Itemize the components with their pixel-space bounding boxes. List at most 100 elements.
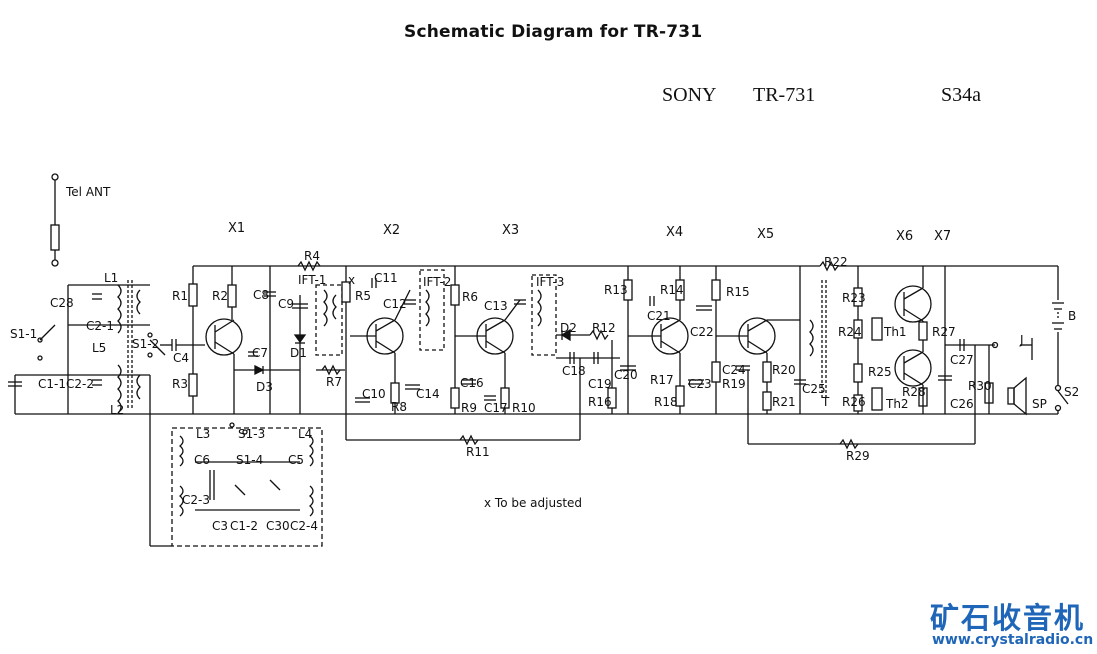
label-c7: C7 [252,346,269,360]
label-r22: R22 [824,255,848,269]
label-x1: X1 [228,221,246,236]
telescopic-antenna [50,173,60,267]
label-c23: C23 [688,377,712,391]
label-l4: L4 [298,427,313,441]
label-r19: R19 [722,377,746,391]
watermark-url: www.crystalradio.cn [932,632,1094,648]
stage-x1 [160,266,300,414]
label-ift3: IFT-3 [536,275,565,289]
label-r15: R15 [726,285,750,299]
label-r30: R30 [968,379,992,393]
label-r28: R28 [902,385,926,399]
label-s2: S2 [1064,385,1080,399]
page-title: Schematic Diagram for TR-731 [404,22,703,42]
label-r5: R5 [355,289,371,303]
label-c30: C30 [266,519,290,533]
label-r23: R23 [842,291,866,305]
stage-x5 [716,260,839,444]
label-sp: SP [1032,397,1047,411]
front-end-tuner [8,280,166,415]
label-c5: C5 [288,453,305,467]
label-s1-1: S1-1 [10,327,38,341]
label-x-mark: x [348,273,356,287]
label-r3: R3 [172,377,188,391]
label-x6: X6 [896,229,914,244]
label-x2: X2 [383,223,401,238]
label-r13: R13 [604,283,628,297]
label-l5: L5 [92,341,107,355]
model-label: TR-731 [753,84,816,106]
label-c3: C3 [212,519,229,533]
label-r26: R26 [842,395,866,409]
label-d1: D1 [290,346,307,360]
label-r6: R6 [462,290,478,304]
label-c16: C16 [460,376,484,390]
label-l2: L2 [110,403,125,417]
label-th2: Th2 [886,397,909,411]
label-c26: C26 [950,397,974,411]
antenna-label: Tel ANT [66,185,111,199]
label-ift2: IFT-2 [423,275,452,289]
label-r14: R14 [660,283,684,297]
stage-x4 [620,266,721,414]
label-d2: D2 [560,321,577,335]
label-s1-4: S1-4 [236,453,264,467]
label-r17: R17 [650,373,674,387]
stage-x2 [341,266,445,440]
label-c17: C17 [484,401,508,415]
label-c19: C19 [588,377,612,391]
label-th1: Th1 [884,325,907,339]
label-r29: R29 [846,449,870,463]
stage-output [839,266,1069,450]
label-c2-2: C2-2 [66,377,94,391]
label-ift1: IFT-1 [298,273,327,287]
label-t: T [822,395,830,409]
label-j: J [1020,333,1024,347]
label-x7: X7 [934,229,952,244]
label-c11: C11 [374,271,398,285]
label-c8: C8 [253,288,270,302]
brand-label: SONY [662,84,717,106]
label-r25: R25 [868,365,892,379]
label-r27: R27 [932,325,956,339]
label-c28: C28 [50,296,74,310]
label-c20: C20 [614,368,638,382]
label-c10: C10 [362,387,386,401]
band-switch-block [149,375,323,547]
label-r16: R16 [588,395,612,409]
label-r7: R7 [326,375,342,389]
label-b: B [1068,309,1077,323]
label-r4: R4 [304,249,320,263]
code-label: S34a [941,84,981,106]
label-c21: C21 [647,309,671,323]
label-x3: X3 [502,223,520,238]
label-c2-1: C2-1 [86,319,114,333]
watermark-logo: 矿石收音机 [930,601,1086,635]
label-c22: C22 [690,325,714,339]
label-c25: C25 [802,382,826,396]
label-c27: C27 [950,353,974,367]
label-r10: R10 [512,401,536,415]
label-r11: R11 [466,445,490,459]
adjustment-note: x To be adjusted [484,496,583,510]
label-s1-3: S1-3 [238,427,266,441]
label-l3: L3 [196,427,211,441]
label-c2-4: C2-4 [290,519,318,533]
label-c18: C18 [562,364,586,378]
label-c24: C24 [722,363,746,377]
label-c9: C9 [278,297,295,311]
label-r21: R21 [772,395,796,409]
label-c6: C6 [194,453,211,467]
label-d3: D3 [256,380,273,394]
label-s1-2: S1-2 [132,337,160,351]
label-c4: C4 [173,351,190,365]
label-r12: R12 [592,321,616,335]
detector-stage [459,328,620,446]
label-x4: X4 [666,225,684,240]
label-c13: C13 [484,299,508,313]
label-c14: C14 [416,387,440,401]
label-c2-3: C2-3 [182,493,210,507]
label-x5: X5 [757,227,775,242]
